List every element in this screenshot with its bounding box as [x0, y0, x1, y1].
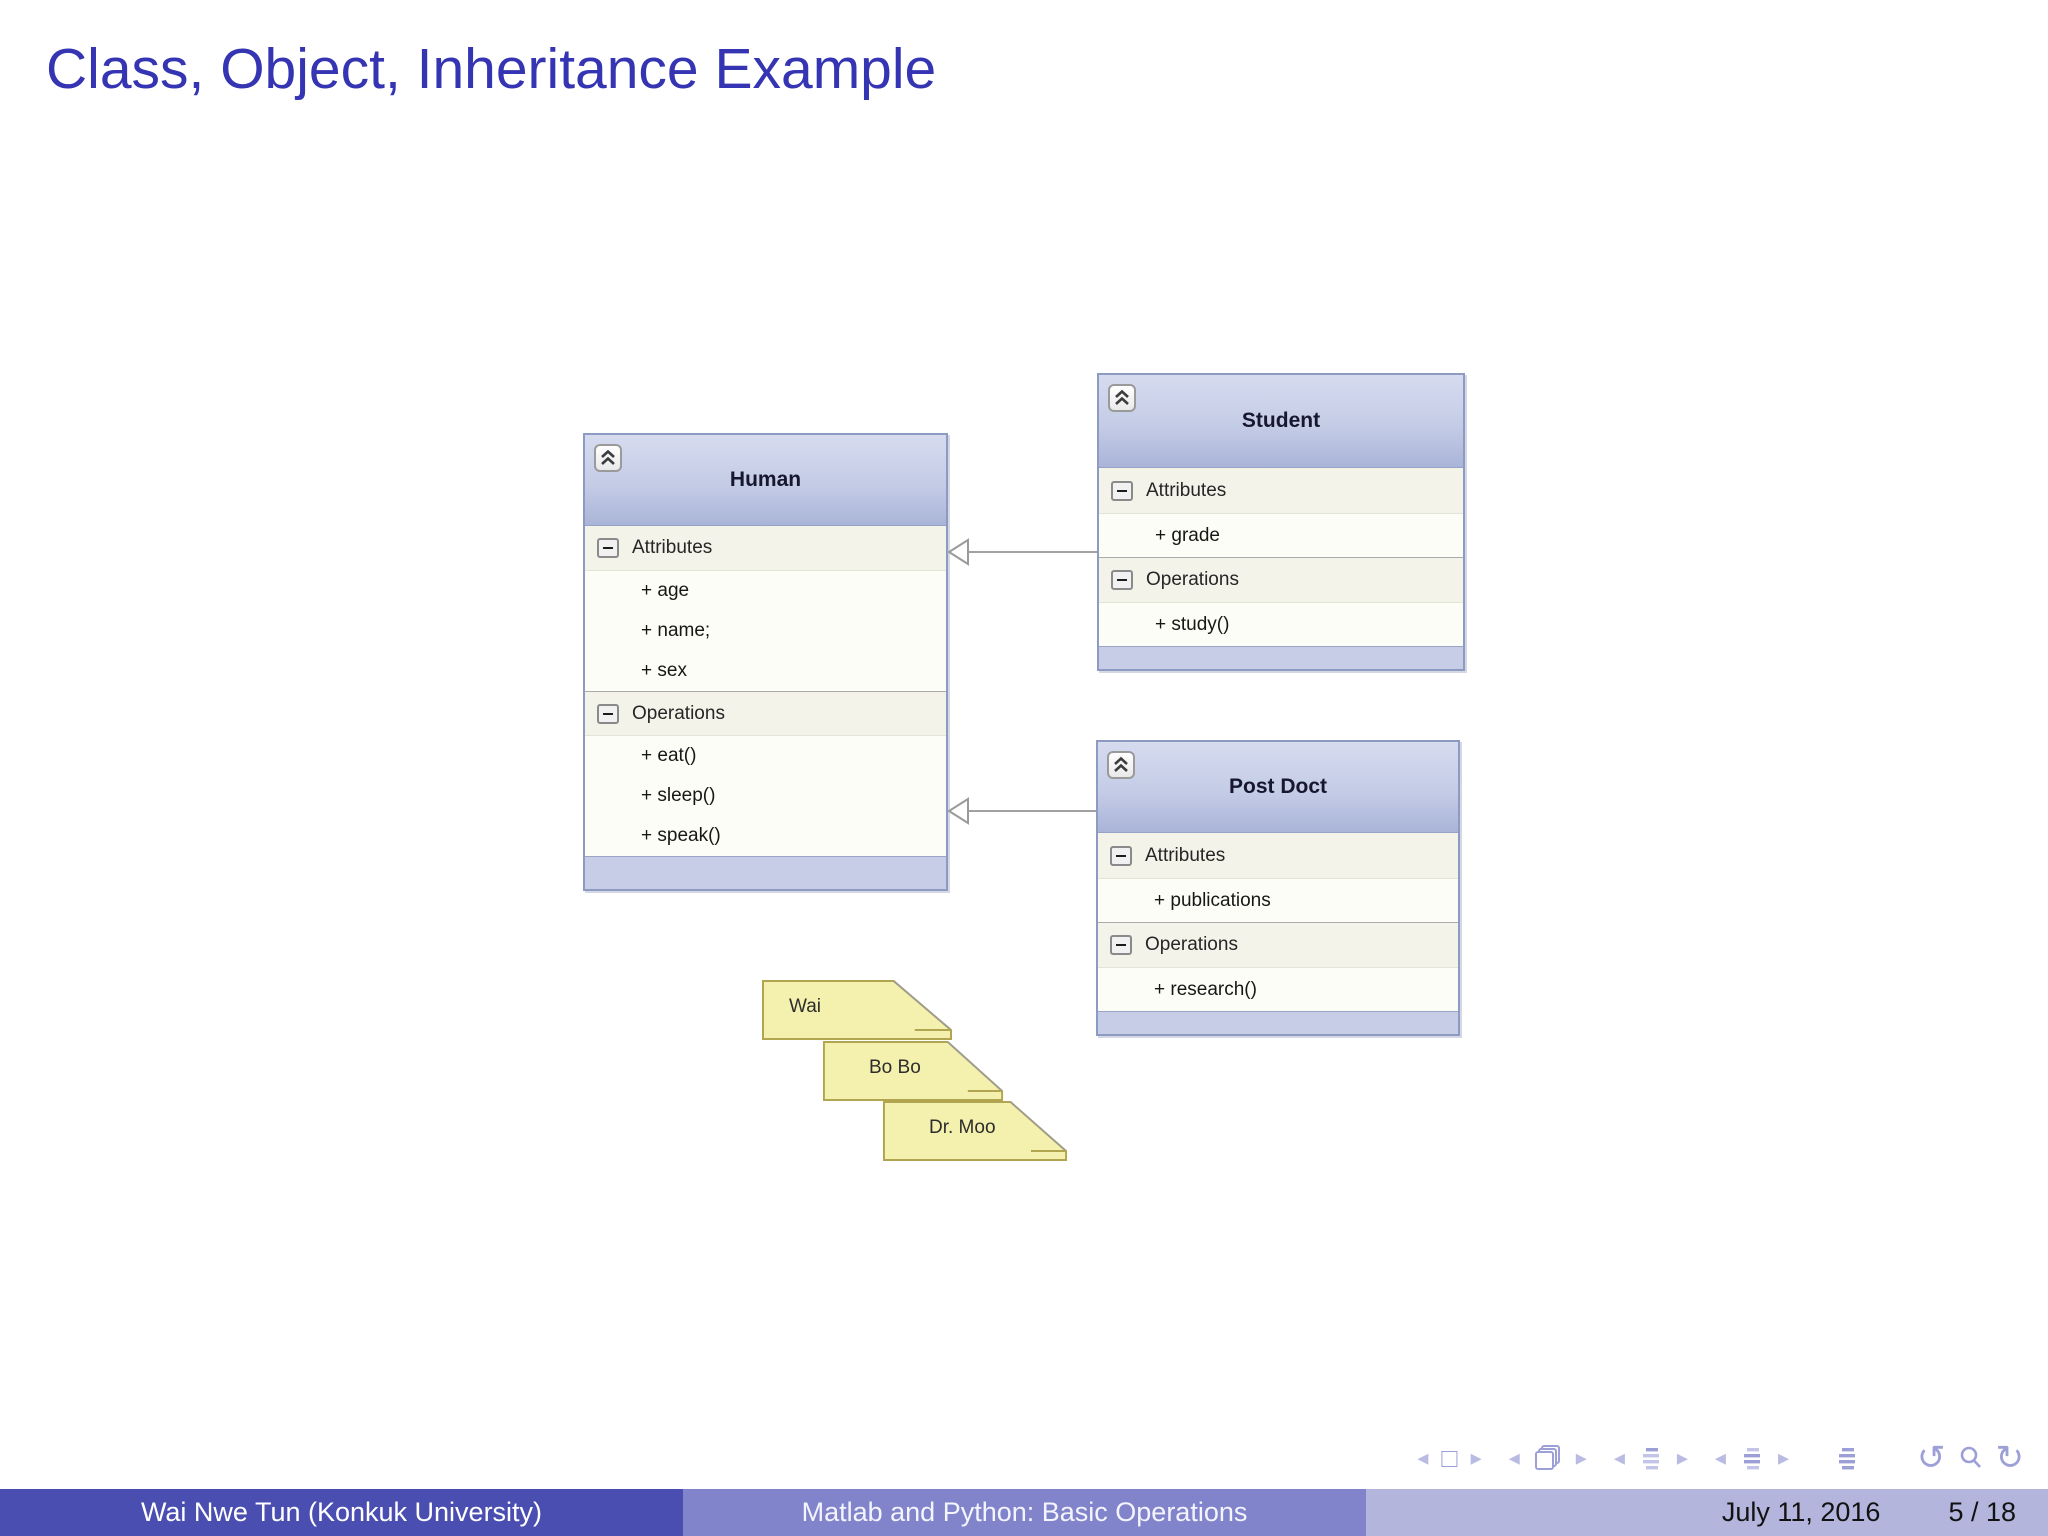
footline-title-segment: Matlab and Python: Basic Operations: [683, 1489, 1366, 1536]
operations-section-row: Operations: [1098, 922, 1458, 968]
note-text: Bo Bo: [869, 1057, 921, 1079]
object-note-drmoo: Dr. Moo: [883, 1101, 1068, 1162]
footline-author-segment: Wai Nwe Tun (Konkuk University): [0, 1489, 683, 1536]
collapse-minus-icon: [597, 703, 619, 724]
back-history-icon[interactable]: ↺: [1917, 1439, 1946, 1477]
collapse-minus-icon: [1110, 935, 1132, 955]
class-header-postdoct: Post Doct: [1098, 742, 1458, 833]
collapse-chevron-icon: [1107, 751, 1135, 779]
section-label: Operations: [632, 702, 725, 724]
note-text: Wai: [789, 996, 822, 1018]
prev-section-icon[interactable]: ◂: [1613, 1445, 1625, 1470]
class-header-human: Human: [585, 435, 946, 526]
appendix-list-icon[interactable]: [1834, 1445, 1860, 1471]
footline-talk-title: Matlab and Python: Basic Operations: [801, 1497, 1248, 1527]
search-icon[interactable]: [1957, 1444, 1985, 1472]
generalization-line-postdoct-human: [967, 810, 1096, 812]
collapse-chevron-icon: [594, 444, 622, 472]
section-label: Attributes: [1146, 479, 1227, 501]
operation-row: + sleep(): [585, 776, 946, 816]
section-label: Operations: [1146, 569, 1239, 590]
footline-page-number: 5 / 18: [1948, 1497, 2016, 1527]
collapse-minus-icon: [1110, 845, 1132, 866]
forward-history-icon[interactable]: ↻: [1995, 1439, 2025, 1477]
class-box-bottom-strip: [1098, 1011, 1458, 1034]
collapse-minus-icon: [1111, 570, 1133, 590]
footline-date-segment: July 11, 2016 5 / 18: [1366, 1489, 2048, 1536]
attributes-section-row: Attributes: [1099, 468, 1463, 514]
class-box-human: Human Attributes + age + name; + sex Ope…: [583, 433, 948, 891]
generalization-arrowhead-icon: [947, 538, 969, 566]
nav-group-subsection: ◂ ▸: [1715, 1445, 1789, 1471]
operation-row: + eat(): [585, 736, 946, 776]
object-note-wai: Wai: [762, 980, 953, 1041]
class-box-student: Student Attributes + grade Operations + …: [1097, 373, 1465, 671]
nav-group-history: ↺ ↻: [1917, 1441, 2024, 1475]
class-box-bottom-strip: [585, 856, 946, 889]
prev-frame-icon[interactable]: ◂: [1508, 1445, 1520, 1470]
subsection-list-icon[interactable]: [1739, 1445, 1765, 1471]
attribute-row: + age: [585, 571, 946, 611]
nav-group-appendix: [1834, 1445, 1860, 1471]
frame-stack-icon[interactable]: [1533, 1443, 1563, 1473]
next-frame-icon[interactable]: ▸: [1575, 1445, 1587, 1470]
class-title: Student: [1241, 409, 1321, 432]
page-title: Class, Object, Inheritance Example: [46, 37, 937, 101]
section-label: Attributes: [1145, 844, 1226, 866]
operations-section-row: Operations: [1099, 557, 1463, 603]
class-title: Post Doct: [1228, 775, 1327, 798]
next-section-icon[interactable]: ▸: [1676, 1445, 1688, 1470]
class-box-bottom-strip: [1099, 646, 1463, 669]
attribute-row: + publications: [1098, 879, 1458, 922]
operation-row: + speak(): [585, 816, 946, 856]
section-label: Operations: [1145, 934, 1238, 955]
attribute-row: + grade: [1099, 514, 1463, 557]
note-text: Dr. Moo: [929, 1117, 996, 1139]
footline: Wai Nwe Tun (Konkuk University) Matlab a…: [0, 1489, 2048, 1536]
attributes-section-row: Attributes: [585, 526, 946, 571]
object-note-bobo: Bo Bo: [823, 1041, 1004, 1102]
next-slide-icon[interactable]: ▸: [1470, 1445, 1482, 1470]
operation-row: + research(): [1098, 968, 1458, 1011]
collapse-chevron-icon: [1108, 384, 1136, 412]
class-header-student: Student: [1099, 375, 1463, 468]
next-subsection-icon[interactable]: ▸: [1777, 1445, 1789, 1470]
footline-date: July 11, 2016: [1721, 1497, 1881, 1527]
nav-group-section: ◂ ▸: [1614, 1445, 1688, 1471]
attribute-row: + name;: [585, 611, 946, 651]
prev-subsection-icon[interactable]: ◂: [1714, 1445, 1726, 1470]
nav-group-slide: ◂ □ ▸: [1417, 1442, 1482, 1473]
class-box-postdoct: Post Doct Attributes + publications Oper…: [1096, 740, 1460, 1036]
attributes-section-row: Attributes: [1098, 833, 1458, 879]
prev-slide-icon[interactable]: ◂: [1417, 1445, 1429, 1470]
section-label: Attributes: [632, 537, 713, 558]
attribute-row: + sex: [585, 651, 946, 691]
collapse-minus-icon: [1111, 480, 1133, 501]
section-list-icon[interactable]: [1638, 1445, 1664, 1471]
generalization-arrowhead-icon: [947, 797, 969, 825]
generalization-line-student-human: [967, 551, 1097, 553]
nav-group-frame: ◂ ▸: [1509, 1443, 1587, 1473]
frame-icon[interactable]: □: [1441, 1442, 1458, 1473]
operation-row: + study(): [1099, 603, 1463, 646]
collapse-minus-icon: [597, 538, 619, 558]
footline-author: Wai Nwe Tun (Konkuk University): [140, 1497, 543, 1527]
class-title: Human: [729, 468, 802, 491]
beamer-nav-bar: ◂ □ ▸ ◂ ▸ ◂ ▸ ◂: [1417, 1441, 2024, 1475]
operations-section-row: Operations: [585, 691, 946, 736]
